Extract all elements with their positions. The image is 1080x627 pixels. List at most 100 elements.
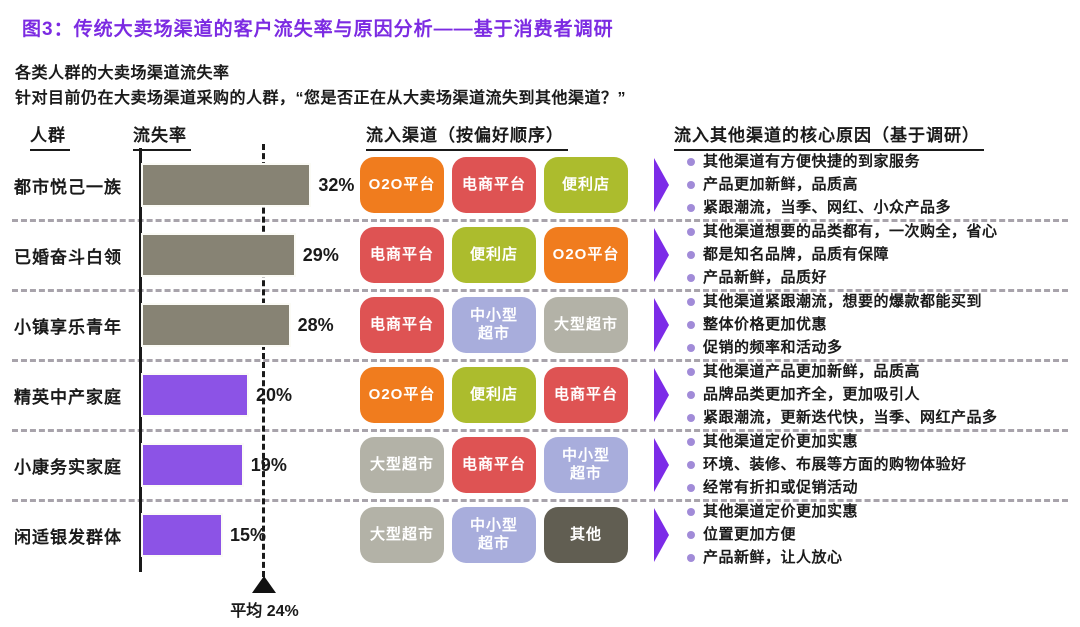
bullet-icon (687, 228, 695, 236)
channel-list: 电商平台 中小型 超市 大型超市 (360, 297, 628, 353)
reason-list: 其他渠道想要的品类都有，一次购全，省心 都是知名品牌，品质有保障 产品新鲜，品质… (687, 220, 1072, 290)
channel-chip: 中小型 超市 (452, 297, 536, 353)
channel-chip: 电商平台 (360, 227, 444, 283)
bullet-icon (687, 344, 695, 352)
persona-rows: 都市悦己一族 32% O2O平台 电商平台 便利店 其他渠道有方便快捷的到家服务… (0, 150, 1080, 570)
bullet-icon (687, 251, 695, 259)
reason-item: 其他渠道定价更加实惠 (687, 431, 1072, 453)
row-separator (12, 429, 1068, 432)
channel-chip: 电商平台 (452, 157, 536, 213)
reason-item: 产品新鲜，让人放心 (687, 547, 1072, 569)
column-header-reasons: 流入其他渠道的核心原因（基于调研） (674, 121, 984, 151)
channel-list: 大型超市 中小型 超市 其他 (360, 507, 628, 563)
persona-row-2: 已婚奋斗白领 29% 电商平台 便利店 O2O平台 其他渠道想要的品类都有，一次… (0, 220, 1080, 292)
churn-rate-bar (141, 443, 244, 487)
column-header-people: 人群 (30, 121, 70, 151)
churn-bar-group: 19% (141, 430, 287, 500)
channel-chip: 电商平台 (452, 437, 536, 493)
persona-row-6: 闲适银发群体 15% 大型超市 中小型 超市 其他 其他渠道定价更加实惠 位置更… (0, 500, 1080, 570)
channel-list: 电商平台 便利店 O2O平台 (360, 227, 628, 283)
reason-text: 其他渠道产品更加新鲜，品质高 (703, 363, 921, 380)
reason-item: 环境、装修、布展等方面的购物体验好 (687, 454, 1072, 476)
reason-text: 整体价格更加优惠 (703, 316, 828, 333)
average-marker-triangle-icon (252, 576, 276, 593)
channel-chip: O2O平台 (360, 157, 444, 213)
reason-text: 产品新鲜，让人放心 (703, 549, 843, 566)
reason-item: 其他渠道产品更加新鲜，品质高 (687, 361, 1072, 383)
channel-chip: 电商平台 (544, 367, 628, 423)
row-separator (12, 359, 1068, 362)
reason-text: 促销的频率和活动多 (703, 339, 843, 356)
channel-list: 大型超市 电商平台 中小型 超市 (360, 437, 628, 493)
channel-chip: 便利店 (452, 367, 536, 423)
reason-list: 其他渠道定价更加实惠 位置更加方便 产品新鲜，让人放心 (687, 500, 1072, 570)
persona-row-4: 精英中产家庭 20% O2O平台 便利店 电商平台 其他渠道产品更加新鲜，品质高… (0, 360, 1080, 432)
reason-text: 环境、装修、布展等方面的购物体验好 (703, 456, 967, 473)
channel-chip: O2O平台 (544, 227, 628, 283)
channel-chip: 大型超市 (544, 297, 628, 353)
bullet-icon (687, 531, 695, 539)
reason-item: 产品更加新鲜，品质高 (687, 174, 1072, 196)
average-dashed-line (262, 144, 265, 577)
churn-bar-group: 29% (141, 220, 339, 290)
churn-rate-value: 19% (250, 454, 287, 475)
reason-item: 位置更加方便 (687, 524, 1072, 546)
arrow-right-icon (654, 508, 669, 562)
reason-text: 位置更加方便 (703, 526, 797, 543)
reason-text: 其他渠道定价更加实惠 (703, 503, 859, 520)
reason-text: 其他渠道定价更加实惠 (703, 433, 859, 450)
bullet-icon (687, 461, 695, 469)
persona-label: 精英中产家庭 (14, 387, 122, 407)
bullet-icon (687, 438, 695, 446)
bullet-icon (687, 158, 695, 166)
persona-label: 已婚奋斗白领 (14, 247, 122, 267)
channel-chip: 便利店 (544, 157, 628, 213)
persona-row-3: 小镇享乐青年 28% 电商平台 中小型 超市 大型超市 其他渠道紧跟潮流，想要的… (0, 290, 1080, 362)
bullet-icon (687, 298, 695, 306)
reason-item: 整体价格更加优惠 (687, 314, 1072, 336)
column-header-rate: 流失率 (133, 121, 191, 151)
churn-rate-bar (141, 303, 291, 347)
reason-text: 经常有折扣或促销活动 (703, 479, 859, 496)
reason-text: 产品新鲜，品质好 (703, 269, 828, 286)
arrow-right-icon (654, 438, 669, 492)
row-separator (12, 219, 1068, 222)
channel-chip: 大型超市 (360, 507, 444, 563)
churn-rate-value: 28% (297, 314, 334, 335)
reason-list: 其他渠道定价更加实惠 环境、装修、布展等方面的购物体验好 经常有折扣或促销活动 (687, 430, 1072, 500)
channel-chip: 中小型 超市 (544, 437, 628, 493)
arrow-right-icon (654, 158, 669, 212)
churn-bar-group: 15% (141, 500, 266, 570)
bullet-icon (687, 508, 695, 516)
persona-row-1: 都市悦己一族 32% O2O平台 电商平台 便利店 其他渠道有方便快捷的到家服务… (0, 150, 1080, 222)
channel-list: O2O平台 便利店 电商平台 (360, 367, 628, 423)
reason-text: 都是知名品牌，品质有保障 (703, 246, 890, 263)
bullet-icon (687, 554, 695, 562)
churn-rate-value: 32% (318, 174, 355, 195)
reason-text: 其他渠道想要的品类都有，一次购全，省心 (703, 223, 998, 240)
persona-label: 小镇享乐青年 (14, 317, 122, 337)
reason-item: 品牌品类更加齐全，更加吸引人 (687, 384, 1072, 406)
reason-item: 产品新鲜，品质好 (687, 267, 1072, 289)
bar-axis-line (139, 148, 142, 572)
bullet-icon (687, 321, 695, 329)
persona-label: 小康务实家庭 (14, 457, 122, 477)
reason-item: 经常有折扣或促销活动 (687, 477, 1072, 499)
churn-rate-value: 15% (230, 524, 267, 545)
bullet-icon (687, 274, 695, 282)
churn-bar-group: 32% (141, 150, 354, 220)
channel-chip: 便利店 (452, 227, 536, 283)
churn-bar-group: 28% (141, 290, 334, 360)
reason-list: 其他渠道紧跟潮流，想要的爆款都能买到 整体价格更加优惠 促销的频率和活动多 (687, 290, 1072, 360)
channel-chip: 中小型 超市 (452, 507, 536, 563)
row-separator (12, 499, 1068, 502)
channel-chip: 大型超市 (360, 437, 444, 493)
churn-rate-value: 29% (302, 244, 339, 265)
reason-list: 其他渠道产品更加新鲜，品质高 品牌品类更加齐全，更加吸引人 紧跟潮流，更新迭代快… (687, 360, 1072, 430)
channel-chip: O2O平台 (360, 367, 444, 423)
churn-bar-group: 20% (141, 360, 292, 430)
reason-item: 促销的频率和活动多 (687, 337, 1072, 359)
churn-rate-bar (141, 233, 296, 277)
arrow-right-icon (654, 228, 669, 282)
